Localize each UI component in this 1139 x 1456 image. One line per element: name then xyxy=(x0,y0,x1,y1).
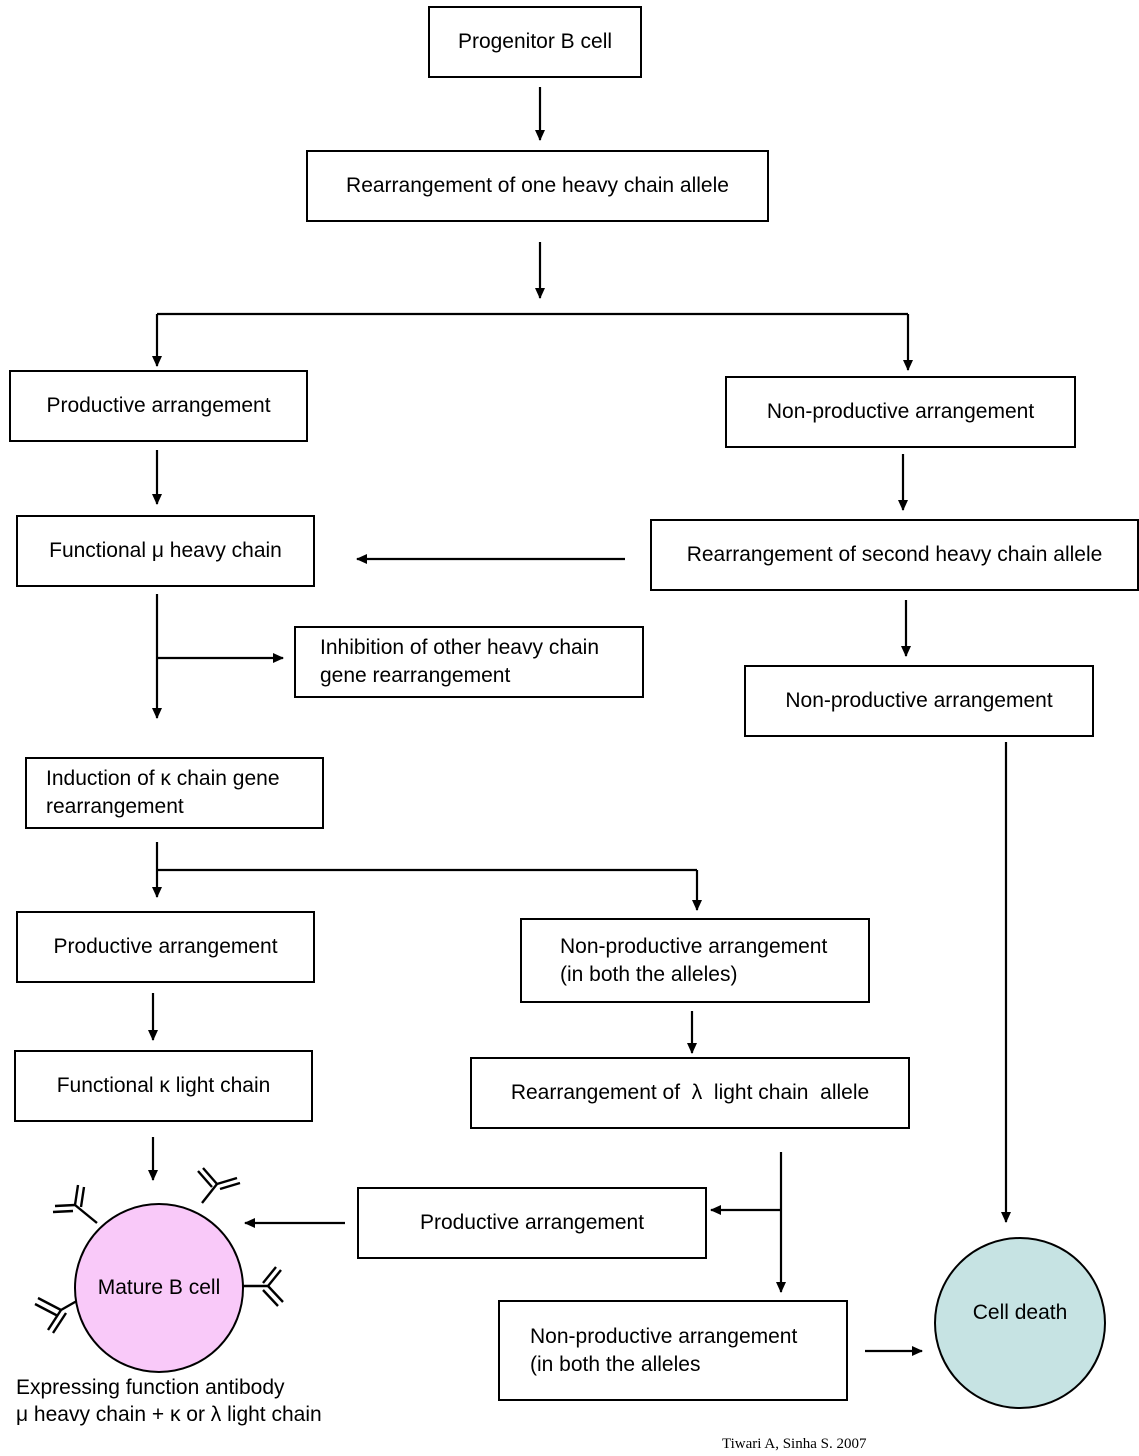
productive-arrangement-box-kappa: Productive arrangement xyxy=(16,911,315,983)
nonprod-right2-label: Non-productive arrangement xyxy=(785,689,1053,712)
death-label: Cell death xyxy=(972,1301,1068,1324)
antibody-icon-right xyxy=(243,1266,284,1307)
nonproductive-arrangement-box-heavy: Non-productive arrangement xyxy=(725,376,1076,448)
nonproductive-arrangement-box-second: Non-productive arrangement xyxy=(744,665,1094,737)
functional-kappa-label: Functional κ light chain xyxy=(56,1074,271,1097)
productive-arrangement-box-lambda: Productive arrangement xyxy=(357,1187,707,1259)
rearrangement-second-allele-box: Rearrangement of second heavy chain alle… xyxy=(650,519,1139,591)
rearr-one-label: Rearrangement of one heavy chain allele xyxy=(346,174,729,197)
antibody-icon-top-left xyxy=(52,1184,98,1224)
nonprod-lambda-line1: Non-productive arrangement xyxy=(530,1324,798,1348)
progenitor-b-cell-box: Progenitor B cell xyxy=(428,6,642,78)
rearrangement-one-allele-box: Rearrangement of one heavy chain allele xyxy=(306,150,769,222)
caption-line2: μ heavy chain + κ or λ light chain xyxy=(16,1403,322,1426)
kappa-induction-line2: rearrangement xyxy=(46,795,184,818)
inhibition-line1: Inhibition of other heavy chain xyxy=(320,636,600,659)
inhibition-line2: gene rearrangement xyxy=(320,664,511,687)
rearr-second-label: Rearrangement of second heavy chain alle… xyxy=(686,543,1103,566)
cell-death-circle: Cell death xyxy=(934,1237,1106,1409)
progenitor-label: Progenitor B cell xyxy=(457,30,613,53)
functional-mu-heavy-chain-box: Functional μ heavy chain xyxy=(16,515,315,587)
lambda-rearrangement-box: Rearrangement of λ light chain allele xyxy=(470,1057,910,1129)
caption-line1: Expressing function antibody xyxy=(16,1376,285,1399)
functional-mu-label: Functional μ heavy chain xyxy=(49,539,282,562)
nonproductive-both-alleles-box: Non-productive arrangement (in both the … xyxy=(520,918,870,1003)
prod-left-label: Productive arrangement xyxy=(46,394,271,417)
kappa-induction-line1: Induction of κ chain gene xyxy=(46,767,280,790)
nonprod-right-label: Non-productive arrangement xyxy=(766,400,1035,423)
productive-arrangement-box-heavy: Productive arrangement xyxy=(9,370,308,442)
mature-b-cell-circle: Mature B cell xyxy=(74,1203,244,1373)
nonproductive-lambda-box: Non-productive arrangement (in both the … xyxy=(498,1300,848,1401)
antibody-icon-top-right xyxy=(197,1167,241,1204)
nonprod-lambda-line2: (in both the alleles xyxy=(530,1352,701,1376)
prod-kappa-label: Productive arrangement xyxy=(53,935,278,958)
source-credit: Tiwari A, Sinha S. 2007 xyxy=(722,1436,867,1452)
inhibition-box: Inhibition of other heavy chain gene rea… xyxy=(294,626,644,698)
antibody-caption: Expressing function antibody μ heavy cha… xyxy=(16,1374,322,1428)
prod-lambda-label: Productive arrangement xyxy=(419,1211,645,1234)
rearr-lambda-label: Rearrangement of λ light chain allele xyxy=(510,1081,870,1104)
kappa-induction-box: Induction of κ chain gene rearrangement xyxy=(25,757,324,829)
nonprod-both-line1: Non-productive arrangement xyxy=(560,934,828,958)
nonprod-both-line2: (in both the alleles) xyxy=(560,962,738,986)
mature-label: Mature B cell xyxy=(97,1276,221,1299)
functional-kappa-light-chain-box: Functional κ light chain xyxy=(14,1050,313,1122)
